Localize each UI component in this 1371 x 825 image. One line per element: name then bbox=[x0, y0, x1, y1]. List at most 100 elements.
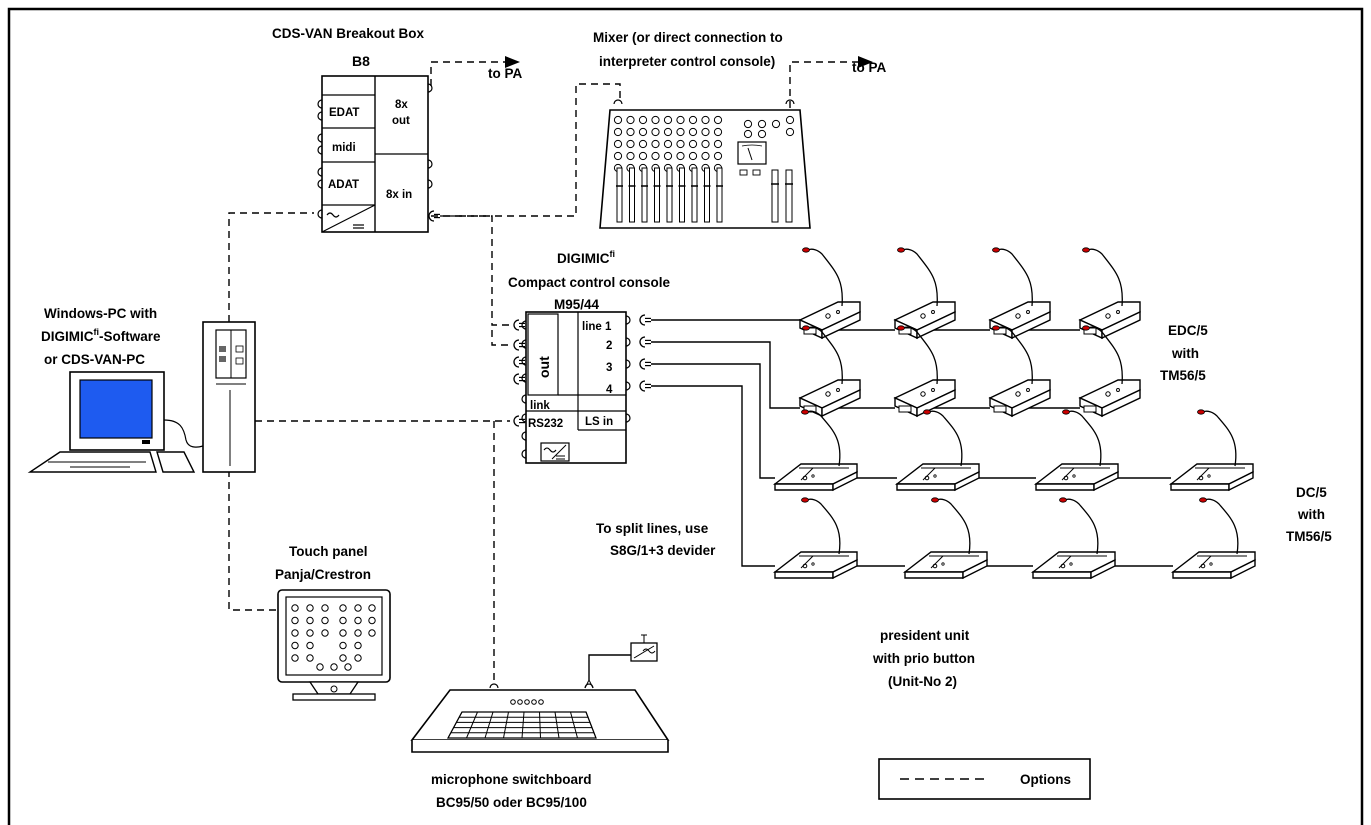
mixer-faders bbox=[616, 167, 793, 223]
touch-button bbox=[330, 663, 338, 671]
mixer-knob bbox=[771, 119, 781, 129]
in-label: 8x in bbox=[386, 189, 412, 201]
ls-in-label: LS in bbox=[585, 416, 613, 428]
mixer-knob bbox=[613, 139, 623, 149]
mixer-knob bbox=[613, 127, 623, 137]
mixer-knob bbox=[638, 115, 648, 125]
touch-button bbox=[354, 654, 362, 662]
mixer-knob bbox=[713, 115, 723, 125]
president-label: president unit with prio button (Unit-No… bbox=[872, 628, 975, 689]
touch-button bbox=[354, 641, 362, 650]
touch-button bbox=[354, 616, 362, 625]
mixer-knob bbox=[638, 151, 648, 161]
dc-label: DC/5 with TM56/5 bbox=[1286, 485, 1332, 544]
switchboard-key-grid bbox=[447, 711, 597, 739]
legend-label: Options bbox=[1020, 772, 1071, 787]
mixer-knob bbox=[663, 115, 673, 125]
line3-label: 3 bbox=[606, 362, 612, 374]
touch-button bbox=[368, 629, 376, 637]
mixer-knob bbox=[651, 151, 660, 161]
mixer-knob bbox=[638, 139, 648, 149]
svg-text:president unit: president unit bbox=[880, 628, 970, 643]
diagram-frame bbox=[7, 7, 1364, 825]
touch-panel: Touch panel Panja/Crestron bbox=[275, 544, 391, 701]
touch-button bbox=[339, 616, 347, 625]
console-title: DIGIMICfi bbox=[557, 249, 615, 266]
touch-button bbox=[321, 629, 329, 637]
pc-label-line3: or CDS-VAN-PC bbox=[44, 352, 145, 367]
mixer-knob bbox=[676, 115, 685, 125]
touch-button bbox=[306, 616, 314, 625]
mixer-title-line2: interpreter control console) bbox=[599, 54, 775, 69]
mixer: Mixer (or direct connection to interpret… bbox=[593, 30, 886, 229]
mixer-knob bbox=[676, 151, 685, 161]
edc-label: EDC/5 with TM56/5 bbox=[1160, 323, 1208, 383]
rs232-label: RS232 bbox=[528, 418, 563, 430]
split-note: To split lines, use S8G/1+3 devider bbox=[596, 521, 716, 558]
mixer-knob bbox=[701, 127, 710, 137]
switchboard-label-line2: BC95/50 oder BC95/100 bbox=[436, 795, 587, 810]
mixer-knob bbox=[626, 139, 635, 149]
switchboard-leds bbox=[510, 699, 544, 705]
switchboard-led bbox=[524, 699, 530, 705]
mixer-fader bbox=[616, 167, 623, 223]
switchboard-led bbox=[510, 699, 516, 705]
svg-text:DC/5: DC/5 bbox=[1296, 485, 1327, 500]
console-title-line2: Compact control console bbox=[508, 275, 671, 290]
touch-button bbox=[306, 629, 314, 637]
touch-panel-label-line1: Touch panel bbox=[289, 544, 368, 559]
touch-button bbox=[339, 641, 347, 650]
switchboard-led bbox=[538, 699, 544, 705]
svg-text:To split lines, use: To split lines, use bbox=[596, 521, 709, 536]
mixer-to-pa: to PA bbox=[852, 60, 886, 75]
legend: Options bbox=[878, 758, 1091, 800]
mixer-knob bbox=[688, 115, 698, 125]
touch-button bbox=[344, 663, 352, 671]
out-count-label: 8x bbox=[395, 99, 408, 111]
mixer-knob bbox=[713, 127, 723, 137]
mixer-fader bbox=[691, 167, 698, 223]
mixer-knob bbox=[651, 127, 660, 137]
switchboard-led bbox=[531, 699, 537, 705]
touch-button bbox=[354, 629, 362, 637]
touch-button bbox=[306, 654, 314, 662]
mixer-knob bbox=[688, 127, 698, 137]
mixer-fader bbox=[654, 167, 660, 223]
mixer-knob bbox=[663, 151, 673, 161]
mixer-fader bbox=[641, 167, 648, 223]
switchboard-label-line1: microphone switchboard bbox=[431, 772, 592, 787]
touch-button bbox=[354, 604, 362, 612]
touch-button bbox=[291, 629, 299, 637]
svg-text:with: with bbox=[1171, 346, 1199, 361]
breakout-title: CDS-VAN Breakout Box bbox=[272, 26, 425, 41]
line4-label: 4 bbox=[606, 384, 613, 396]
mixer-knob bbox=[626, 151, 635, 161]
touch-button bbox=[291, 616, 299, 625]
mixer-knob bbox=[663, 139, 673, 149]
line2-label: 2 bbox=[606, 340, 612, 352]
mixer-fader bbox=[679, 167, 685, 223]
pc-label-line2: DIGIMICfi-Software bbox=[41, 327, 161, 344]
mixer-knob bbox=[676, 139, 685, 149]
svg-text:TM56/5: TM56/5 bbox=[1160, 368, 1206, 383]
touch-panel-buttons bbox=[291, 604, 376, 671]
mixer-fader bbox=[716, 167, 723, 223]
edat-label: EDAT bbox=[329, 107, 359, 119]
mixer-knob bbox=[613, 115, 623, 125]
console-right-connectors bbox=[625, 315, 631, 423]
mixer-knob bbox=[688, 151, 698, 161]
power-symbol bbox=[326, 212, 340, 218]
mixer-knob bbox=[626, 127, 635, 137]
mixer-knob bbox=[785, 127, 795, 137]
pc-screen bbox=[79, 379, 153, 439]
vu-meter bbox=[737, 141, 767, 165]
touch-button bbox=[339, 654, 347, 662]
touch-button bbox=[339, 604, 347, 612]
midi-label: midi bbox=[332, 142, 356, 154]
touch-panel-label-line2: Panja/Crestron bbox=[275, 567, 371, 582]
mixer-fader bbox=[666, 167, 673, 223]
touch-button bbox=[291, 654, 299, 662]
svg-text:S8G/1+3 devider: S8G/1+3 devider bbox=[610, 543, 716, 558]
breakout-left-connectors bbox=[317, 99, 323, 219]
